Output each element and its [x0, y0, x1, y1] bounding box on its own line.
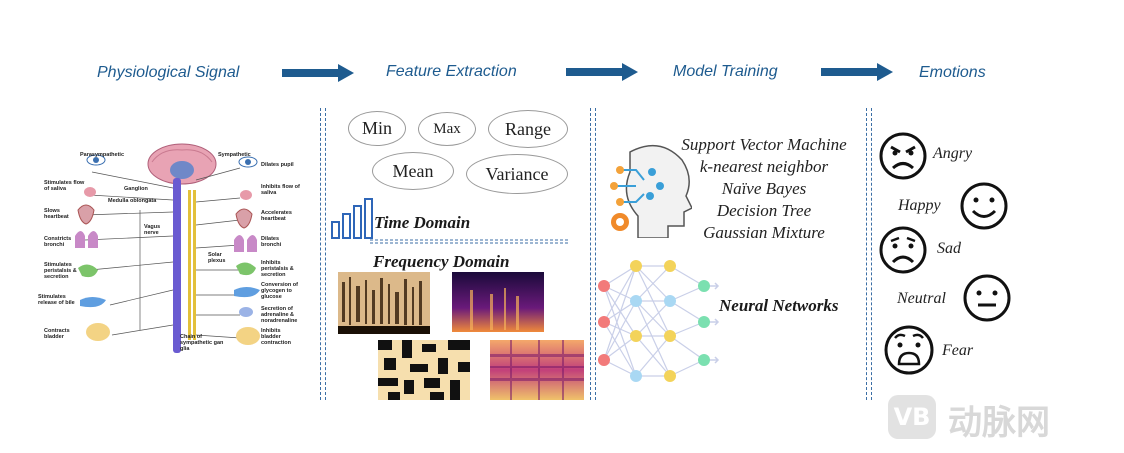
label-glycogen-glucose: Conversion of glycogen to glucose: [261, 282, 298, 300]
feature-mean: Mean: [372, 152, 454, 190]
feature-variance: Variance: [466, 154, 568, 194]
fear-face-icon: [884, 325, 934, 375]
spectrogram-image-1: [338, 272, 430, 334]
label-dilates-bronchi: Dilates bronchi: [261, 236, 282, 248]
model-decision-tree: Decision Tree: [716, 201, 812, 220]
label-ganglion: Ganglion: [124, 186, 148, 192]
label-vagus-nerve: Vagus nerve: [144, 224, 161, 236]
flow-arrow-3: [821, 63, 893, 81]
label-stimulates-peristalsis: Stimulates peristalsis & secretion: [44, 262, 77, 280]
flow-arrow-2: [566, 63, 638, 81]
flow-arrow-1: [282, 64, 354, 82]
section-separator: [370, 239, 570, 244]
label-medulla-oblongata: Medulla oblongata: [108, 198, 157, 204]
watermark-text: 动脉网: [948, 403, 1050, 443]
label-stimulates-saliva: Stimulates flow of saliva: [44, 180, 85, 192]
label-contracts-bladder: Contracts bladder: [44, 328, 70, 340]
angry-face-icon: [879, 132, 927, 180]
label-sympathetic: Sympathetic: [218, 152, 251, 158]
time-domain-label: Time Domain: [374, 213, 471, 232]
label-release-bile: Stimulates release of bile: [38, 294, 75, 306]
divider-3: [866, 108, 872, 400]
stage-title-model-training: Model Training: [673, 63, 778, 80]
label-slows-heartbeat: Slows heartbeat: [44, 208, 69, 220]
ai-head-icon: [610, 144, 692, 238]
stage-title-emotions: Emotions: [919, 64, 986, 81]
label-accelerates-heartbeat: Accelerates heartbeat: [261, 210, 292, 222]
watermark-logo: VB: [888, 395, 936, 439]
label-inhibits-saliva: Inhibits flow of saliva: [261, 184, 300, 196]
model-gaussian-mixture: Gaussian Mixture: [703, 223, 825, 242]
label-solar-plexus: Solar plexus: [208, 252, 226, 264]
emotion-fear: Fear: [942, 342, 974, 359]
frequency-domain-label: Frequency Domain: [373, 252, 510, 271]
spectrogram-image-4: [490, 340, 584, 400]
emotion-neutral: Neutral: [897, 290, 946, 307]
neural-network-graph: [598, 260, 720, 382]
label-inhibits-peristalsis: Inhibits peristalsis & secretion: [261, 260, 294, 278]
stage-title-feature-extraction: Feature Extraction: [386, 63, 517, 80]
label-dilates-pupil: Dilates pupil: [261, 162, 294, 168]
label-chain-ganglia: Chain of sympathetic gan glia: [180, 334, 224, 352]
model-list: Support Vector Machine k-nearest neighbo…: [668, 134, 860, 244]
label-parasympathetic: Parasympathetic: [80, 152, 125, 158]
stage-title-physiological-signal: Physiological Signal: [97, 64, 240, 81]
label-inhibits-bladder: Inhibits bladder contraction: [261, 328, 291, 346]
happy-face-icon: [960, 182, 1008, 230]
emotion-angry: Angry: [933, 145, 973, 162]
emotion-sad: Sad: [937, 240, 961, 257]
label-constricts-bronchi: Constricts bronchi: [44, 236, 72, 248]
divider-1: [320, 108, 326, 400]
neural-networks-label: Neural Networks: [719, 296, 839, 315]
bar-chart-icon: [331, 198, 373, 239]
model-naive-bayes: Naïve Bayes: [721, 179, 807, 198]
nervous-system-diagram: Parasympathetic Stimulates flow of saliv…: [30, 140, 315, 360]
feature-range: Range: [488, 110, 568, 148]
feature-max: Max: [418, 112, 476, 146]
model-knn: k-nearest neighbor: [699, 157, 829, 176]
spectrogram-image-2: [452, 272, 544, 332]
sad-face-icon: [879, 226, 927, 274]
feature-min: Min: [348, 111, 406, 146]
neutral-face-icon: [963, 274, 1011, 322]
label-adrenaline: Secretion of adrenaline & noradrenaline: [261, 306, 298, 324]
emotion-happy: Happy: [898, 197, 941, 214]
spectrogram-image-3: [378, 340, 470, 400]
nervous-system-illustration: [75, 143, 260, 353]
divider-2: [590, 108, 596, 400]
model-svm: Support Vector Machine: [681, 135, 847, 154]
